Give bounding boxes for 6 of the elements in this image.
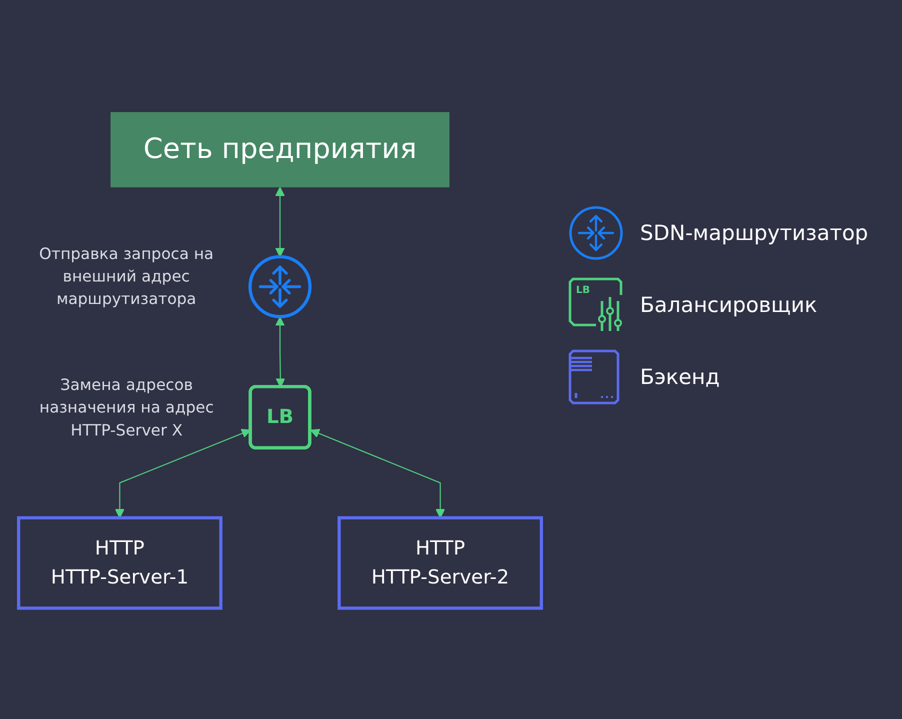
annotation: Замена адресов назначения на адрес HTTP-Server X: [38, 375, 215, 441]
legend-label: SDN-маршрутизатор: [640, 221, 868, 245]
legend-label: Бэкенд: [640, 365, 720, 389]
legend-label: Балансировщик: [640, 293, 818, 317]
annotation: Отправка запроса на внешний адрес маршрутизатора: [38, 244, 215, 310]
icon-label: LB: [576, 285, 590, 296]
